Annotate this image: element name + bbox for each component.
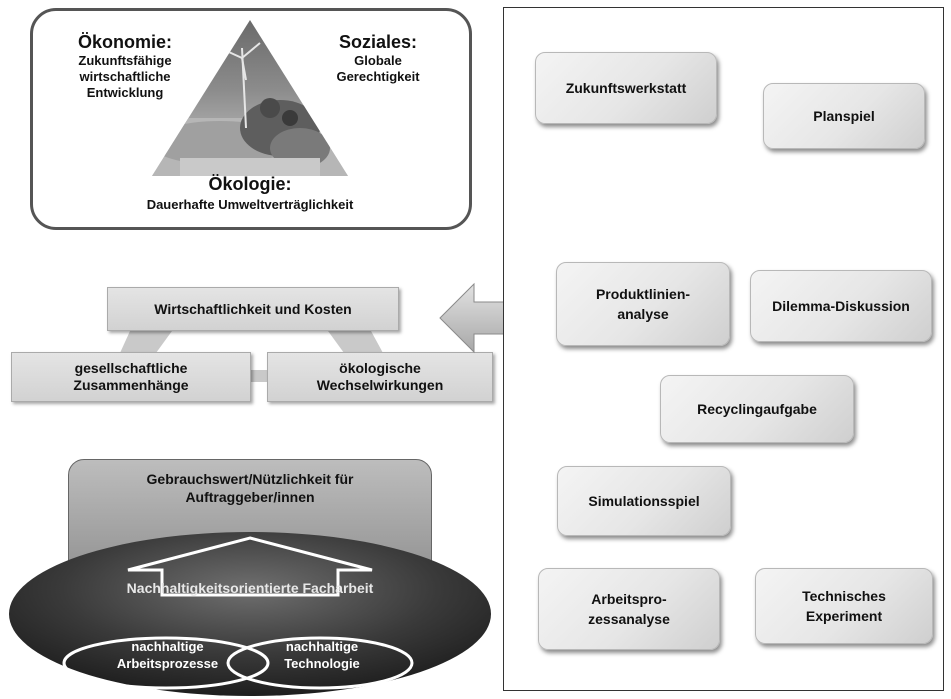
method-label: Planspiel	[813, 108, 875, 124]
technologie-line: nachhaltige	[285, 639, 359, 654]
method-planspiel: Planspiel	[763, 83, 925, 149]
pillar-soziales-title: Soziales:	[338, 32, 418, 52]
criteria-wirtschaftlichkeit: Wirtschaftlichkeit und Kosten	[107, 287, 399, 331]
pillar-oekologie: Ökologie: Dauerhafte Umweltverträglichke…	[100, 174, 400, 213]
method-dilemma-diskussion: Dilemma-Diskussion	[750, 270, 932, 342]
pillar-oekonomie-line: Zukunftsfähige	[78, 53, 172, 68]
pillar-soziales-line: Gerechtigkeit	[336, 69, 420, 84]
arbeitsprozesse-line: Arbeitsprozesse	[116, 656, 219, 671]
method-label-line: Arbeitspro-	[591, 591, 667, 607]
method-produktlinienanalyse: Produktlinien- analyse	[556, 262, 730, 346]
gebrauchswert-line: Gebrauchswert/Nützlichkeit für	[146, 471, 354, 487]
pillar-oekonomie-line: wirtschaftliche	[79, 69, 171, 84]
criteria-gesellschaftlich: gesellschaftliche Zusammenhänge	[11, 352, 251, 402]
criteria-oekologisch-line: ökologische	[339, 360, 421, 376]
pillar-triangle-image	[152, 20, 348, 176]
pillar-oekologie-subtitle: Dauerhafte Umweltverträglichkeit	[146, 197, 354, 212]
method-label-line: Experiment	[805, 608, 883, 624]
pillar-soziales: Soziales: Globale Gerechtigkeit	[318, 32, 438, 85]
method-simulationsspiel: Simulationsspiel	[557, 466, 731, 536]
method-technisches-experiment: Technisches Experiment	[755, 568, 933, 644]
gebrauchswert-line: Auftraggeber/innen	[185, 489, 315, 505]
arbeitsprozesse-line: nachhaltige	[131, 639, 204, 654]
method-arbeitsprozessanalyse: Arbeitspro- zessanalyse	[538, 568, 720, 650]
method-label: Dilemma-Diskussion	[772, 298, 910, 314]
method-zukunftswerkstatt: Zukunftswerkstatt	[535, 52, 717, 124]
pillar-oekonomie: Ökonomie: Zukunftsfähige wirtschaftliche…	[60, 32, 190, 101]
method-label-line: Technisches	[802, 588, 886, 604]
pillar-oekologie-title: Ökologie:	[208, 174, 292, 194]
pillar-oekonomie-line: Entwicklung	[86, 85, 164, 100]
arbeitsprozesse-label: nachhaltige Arbeitsprozesse	[100, 638, 235, 672]
gebrauchswert-text: Gebrauchswert/Nützlichkeit für Auftragge…	[80, 470, 420, 506]
method-label-line: analyse	[617, 306, 669, 322]
method-label: Zukunftswerkstatt	[565, 80, 687, 96]
facharbeit-ellipse	[9, 532, 491, 696]
criteria-oekologisch: ökologische Wechselwirkungen	[267, 352, 493, 402]
criteria-gesellschaftlich-line: gesellschaftliche	[74, 360, 188, 376]
method-recyclingaufgabe: Recyclingaufgabe	[660, 375, 854, 443]
method-label-line: Produktlinien-	[595, 286, 691, 302]
criteria-gesellschaftlich-line: Zusammenhänge	[73, 377, 189, 393]
pillar-soziales-line: Globale	[354, 53, 402, 68]
technologie-line: Technologie	[284, 656, 360, 671]
method-label: Recyclingaufgabe	[697, 401, 817, 417]
method-label-line: zessanalyse	[588, 611, 670, 627]
criteria-oekologisch-line: Wechselwirkungen	[316, 377, 444, 393]
criteria-wirtschaftlichkeit-label: Wirtschaftlichkeit und Kosten	[154, 300, 352, 317]
technologie-label: nachhaltige Technologie	[262, 638, 382, 672]
pillar-oekonomie-title: Ökonomie:	[77, 32, 172, 52]
method-label: Simulationsspiel	[588, 493, 700, 509]
facharbeit-label: Nachhaltigkeitsorientierte Facharbeit	[126, 580, 374, 596]
